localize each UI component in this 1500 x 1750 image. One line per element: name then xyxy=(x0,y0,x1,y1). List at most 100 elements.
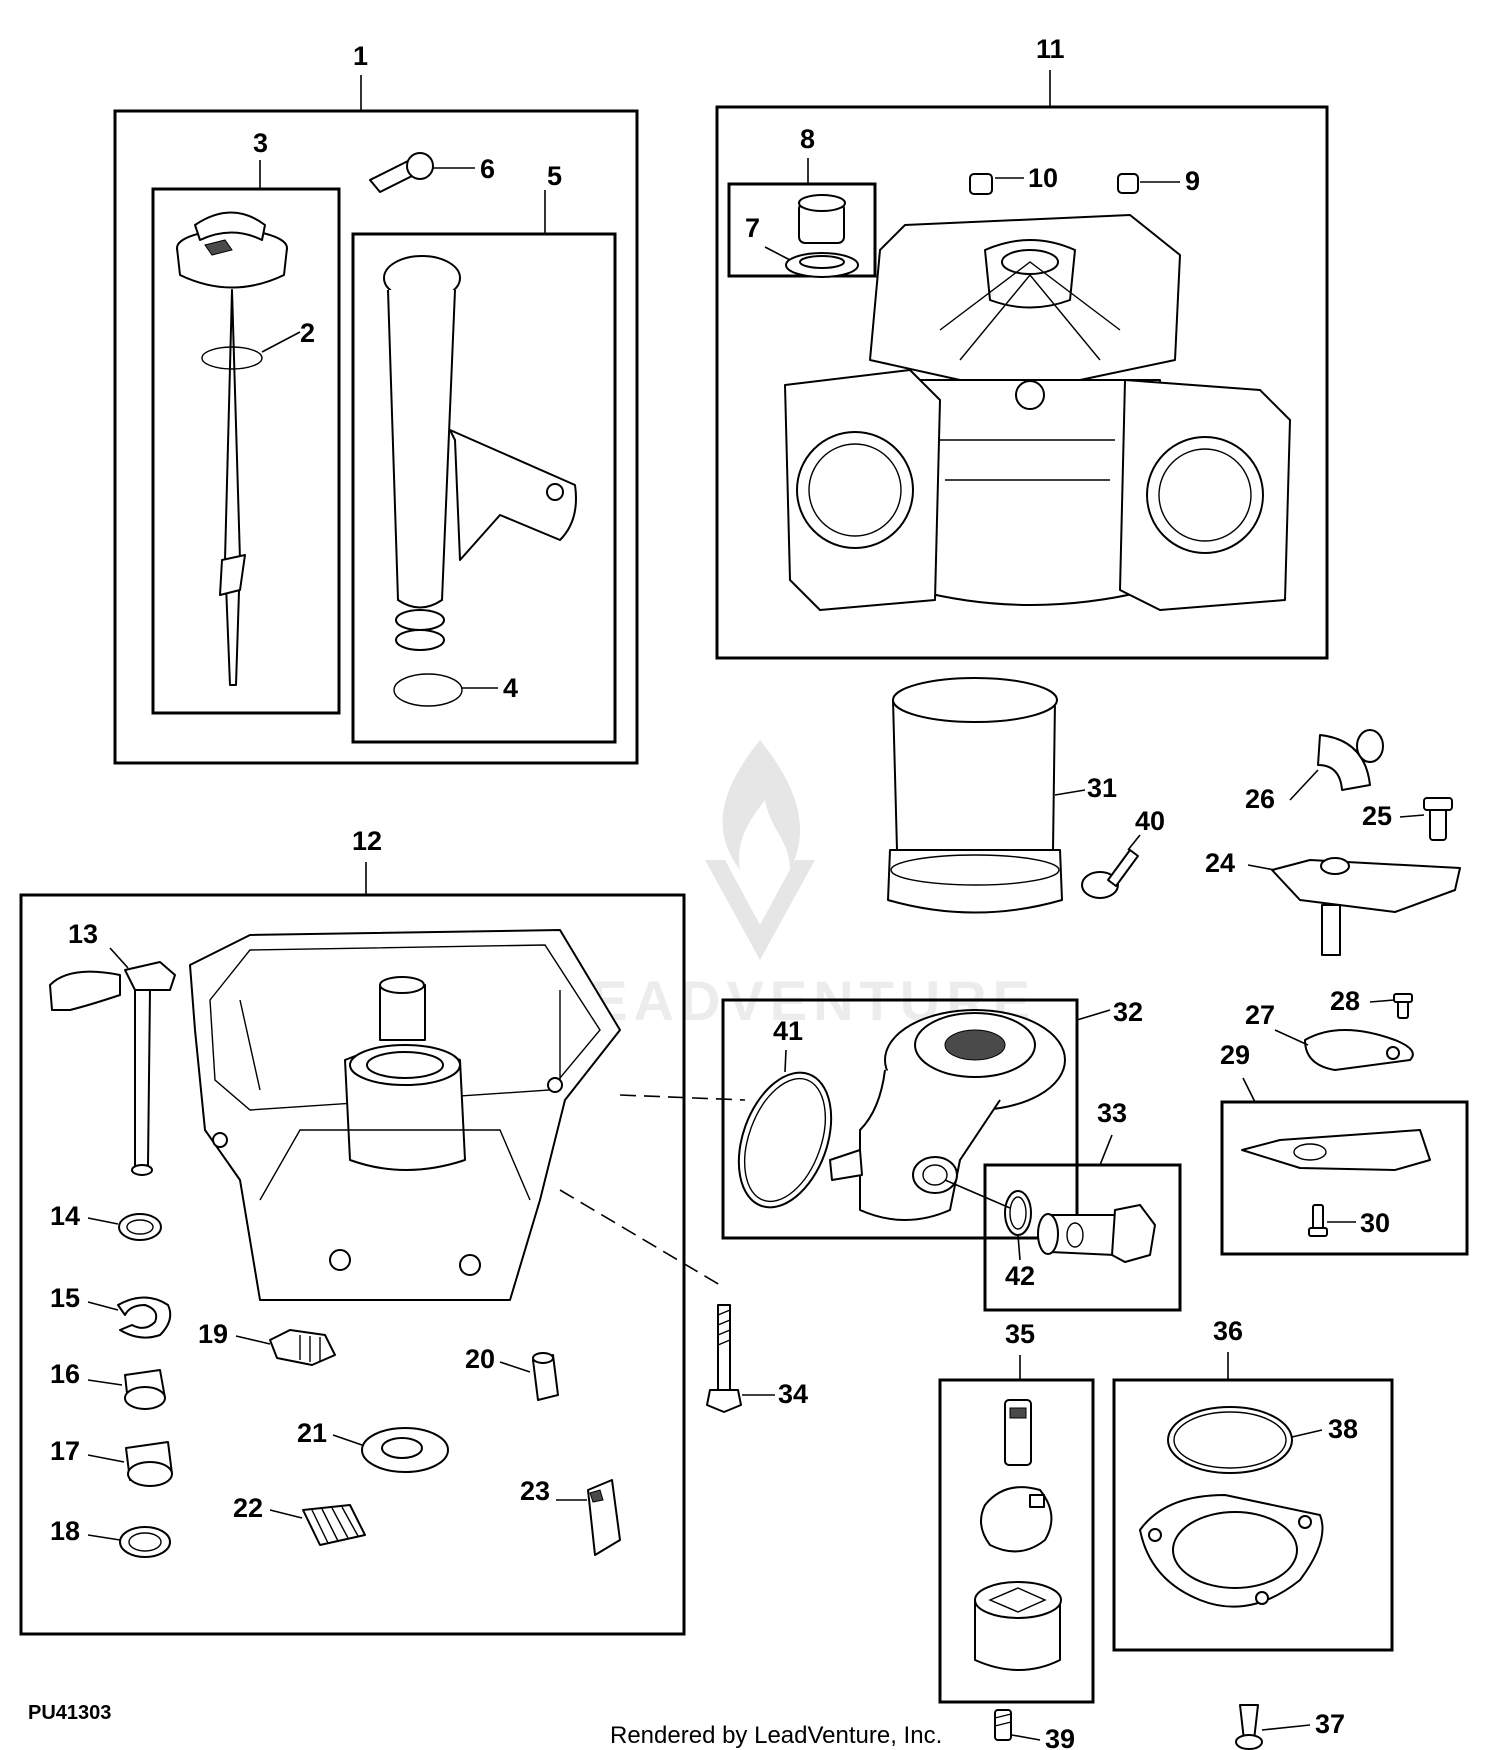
callout-29: 29 xyxy=(1220,1040,1250,1070)
fill-tube-part xyxy=(383,255,577,651)
bushing-17 xyxy=(125,1441,173,1487)
dipstick-part xyxy=(176,211,288,686)
callout-7: 7 xyxy=(745,213,760,243)
callout-10: 10 xyxy=(1028,163,1058,193)
group-36-box xyxy=(1112,1378,1394,1652)
group-11-box xyxy=(715,105,1329,660)
pump-outer-rotor xyxy=(974,1581,1062,1671)
valve-33-part xyxy=(1037,1204,1156,1263)
pump-cover-part xyxy=(1139,1494,1324,1608)
reed-27 xyxy=(1304,1029,1414,1071)
plate-24 xyxy=(1271,857,1461,956)
callout-8: 8 xyxy=(800,124,815,154)
group-3-box xyxy=(151,187,341,715)
callout-34: 34 xyxy=(778,1379,808,1409)
group-32-box xyxy=(721,998,1079,1240)
callout-14: 14 xyxy=(50,1201,80,1231)
callout-9: 9 xyxy=(1185,166,1200,196)
callout-24: 24 xyxy=(1205,848,1235,878)
dowel-9 xyxy=(1117,173,1139,194)
plug-22 xyxy=(302,1504,366,1546)
callout-3: 3 xyxy=(253,128,268,158)
callout-30: 30 xyxy=(1360,1208,1390,1238)
plug-19 xyxy=(269,1329,336,1366)
pump-shaft xyxy=(1004,1399,1032,1466)
callout-38: 38 xyxy=(1328,1414,1358,1444)
pump-inner-rotor xyxy=(980,1486,1053,1553)
sump-part xyxy=(189,929,621,1301)
governor-shaft-13 xyxy=(49,961,176,1176)
callout-41: 41 xyxy=(773,1016,803,1046)
callout-4: 4 xyxy=(503,673,518,703)
seal-7 xyxy=(785,252,859,278)
plug-23 xyxy=(587,1479,621,1556)
callout-25: 25 xyxy=(1362,801,1392,831)
group-36-pump-cover: 36 38 xyxy=(1112,1316,1394,1652)
plug-20 xyxy=(532,1352,559,1401)
seal-14 xyxy=(118,1213,162,1241)
seal-18 xyxy=(119,1526,171,1558)
callout-11: 11 xyxy=(1036,34,1065,64)
elbow-26 xyxy=(1317,729,1384,791)
oil-filter-31 xyxy=(887,677,1063,914)
figure-id: PU41303 xyxy=(28,1702,111,1724)
callout-2: 2 xyxy=(300,318,315,348)
callout-13: 13 xyxy=(68,919,98,949)
group-1-dipstick-assembly: 1 3 5 2 6 xyxy=(113,41,639,765)
adapter-32-part xyxy=(829,1009,1066,1221)
footer-credit: Rendered by LeadVenture, Inc. xyxy=(610,1722,942,1749)
screw-39 xyxy=(994,1709,1012,1741)
screw-30 xyxy=(1308,1204,1328,1237)
group-32-adapter: 32 41 xyxy=(721,997,1143,1240)
callout-22: 22 xyxy=(233,1493,263,1523)
callout-15: 15 xyxy=(50,1283,80,1313)
callout-23: 23 xyxy=(520,1476,550,1506)
screw-6 xyxy=(369,152,434,193)
callout-28: 28 xyxy=(1330,986,1360,1016)
callout-31: 31 xyxy=(1087,773,1117,803)
callout-6: 6 xyxy=(480,154,495,184)
screw-25 xyxy=(1423,797,1453,841)
bushing-16 xyxy=(124,1369,166,1410)
o-ring-2 xyxy=(201,346,263,370)
crankcase-part xyxy=(784,214,1291,611)
callout-12: 12 xyxy=(352,826,382,856)
bolt-34 xyxy=(706,1304,742,1413)
callout-21: 21 xyxy=(297,1418,327,1448)
screw-28 xyxy=(1393,993,1413,1019)
callout-17: 17 xyxy=(50,1436,80,1466)
callout-5: 5 xyxy=(547,161,562,191)
clip-40 xyxy=(1081,849,1139,899)
group-33-valve: 33 42 xyxy=(944,1098,1182,1312)
group-12-sump: 12 13 xyxy=(19,826,746,1636)
callout-33: 33 xyxy=(1097,1098,1127,1128)
screw-37 xyxy=(1235,1704,1263,1750)
group-35-box xyxy=(938,1378,1095,1704)
callout-35: 35 xyxy=(1005,1319,1035,1349)
group-11-crankcase: 11 8 7 10 9 xyxy=(715,34,1329,660)
callout-37: 37 xyxy=(1315,1709,1345,1739)
callout-36: 36 xyxy=(1213,1316,1243,1346)
group-5-box xyxy=(351,232,617,744)
callout-42: 42 xyxy=(1005,1261,1035,1291)
callout-18: 18 xyxy=(50,1516,80,1546)
group-29-box xyxy=(1220,1100,1469,1256)
callout-39: 39 xyxy=(1045,1724,1075,1750)
bushing-8 xyxy=(798,194,846,244)
dowel-10 xyxy=(969,173,993,195)
callout-20: 20 xyxy=(465,1344,495,1374)
callout-40: 40 xyxy=(1135,806,1165,836)
group-33-box xyxy=(983,1163,1182,1312)
group-1-box xyxy=(113,109,639,765)
gasket-4 xyxy=(393,673,463,707)
seal-21 xyxy=(361,1427,449,1473)
callout-19: 19 xyxy=(198,1319,228,1349)
gasket-29 xyxy=(1241,1129,1431,1171)
callout-16: 16 xyxy=(50,1359,80,1389)
o-ring-41 xyxy=(737,1071,833,1209)
callout-26: 26 xyxy=(1245,784,1275,814)
clip-15 xyxy=(117,1296,172,1339)
leadventure-flame-logo xyxy=(705,740,815,960)
group-35-oil-pump: 35 xyxy=(938,1319,1095,1704)
